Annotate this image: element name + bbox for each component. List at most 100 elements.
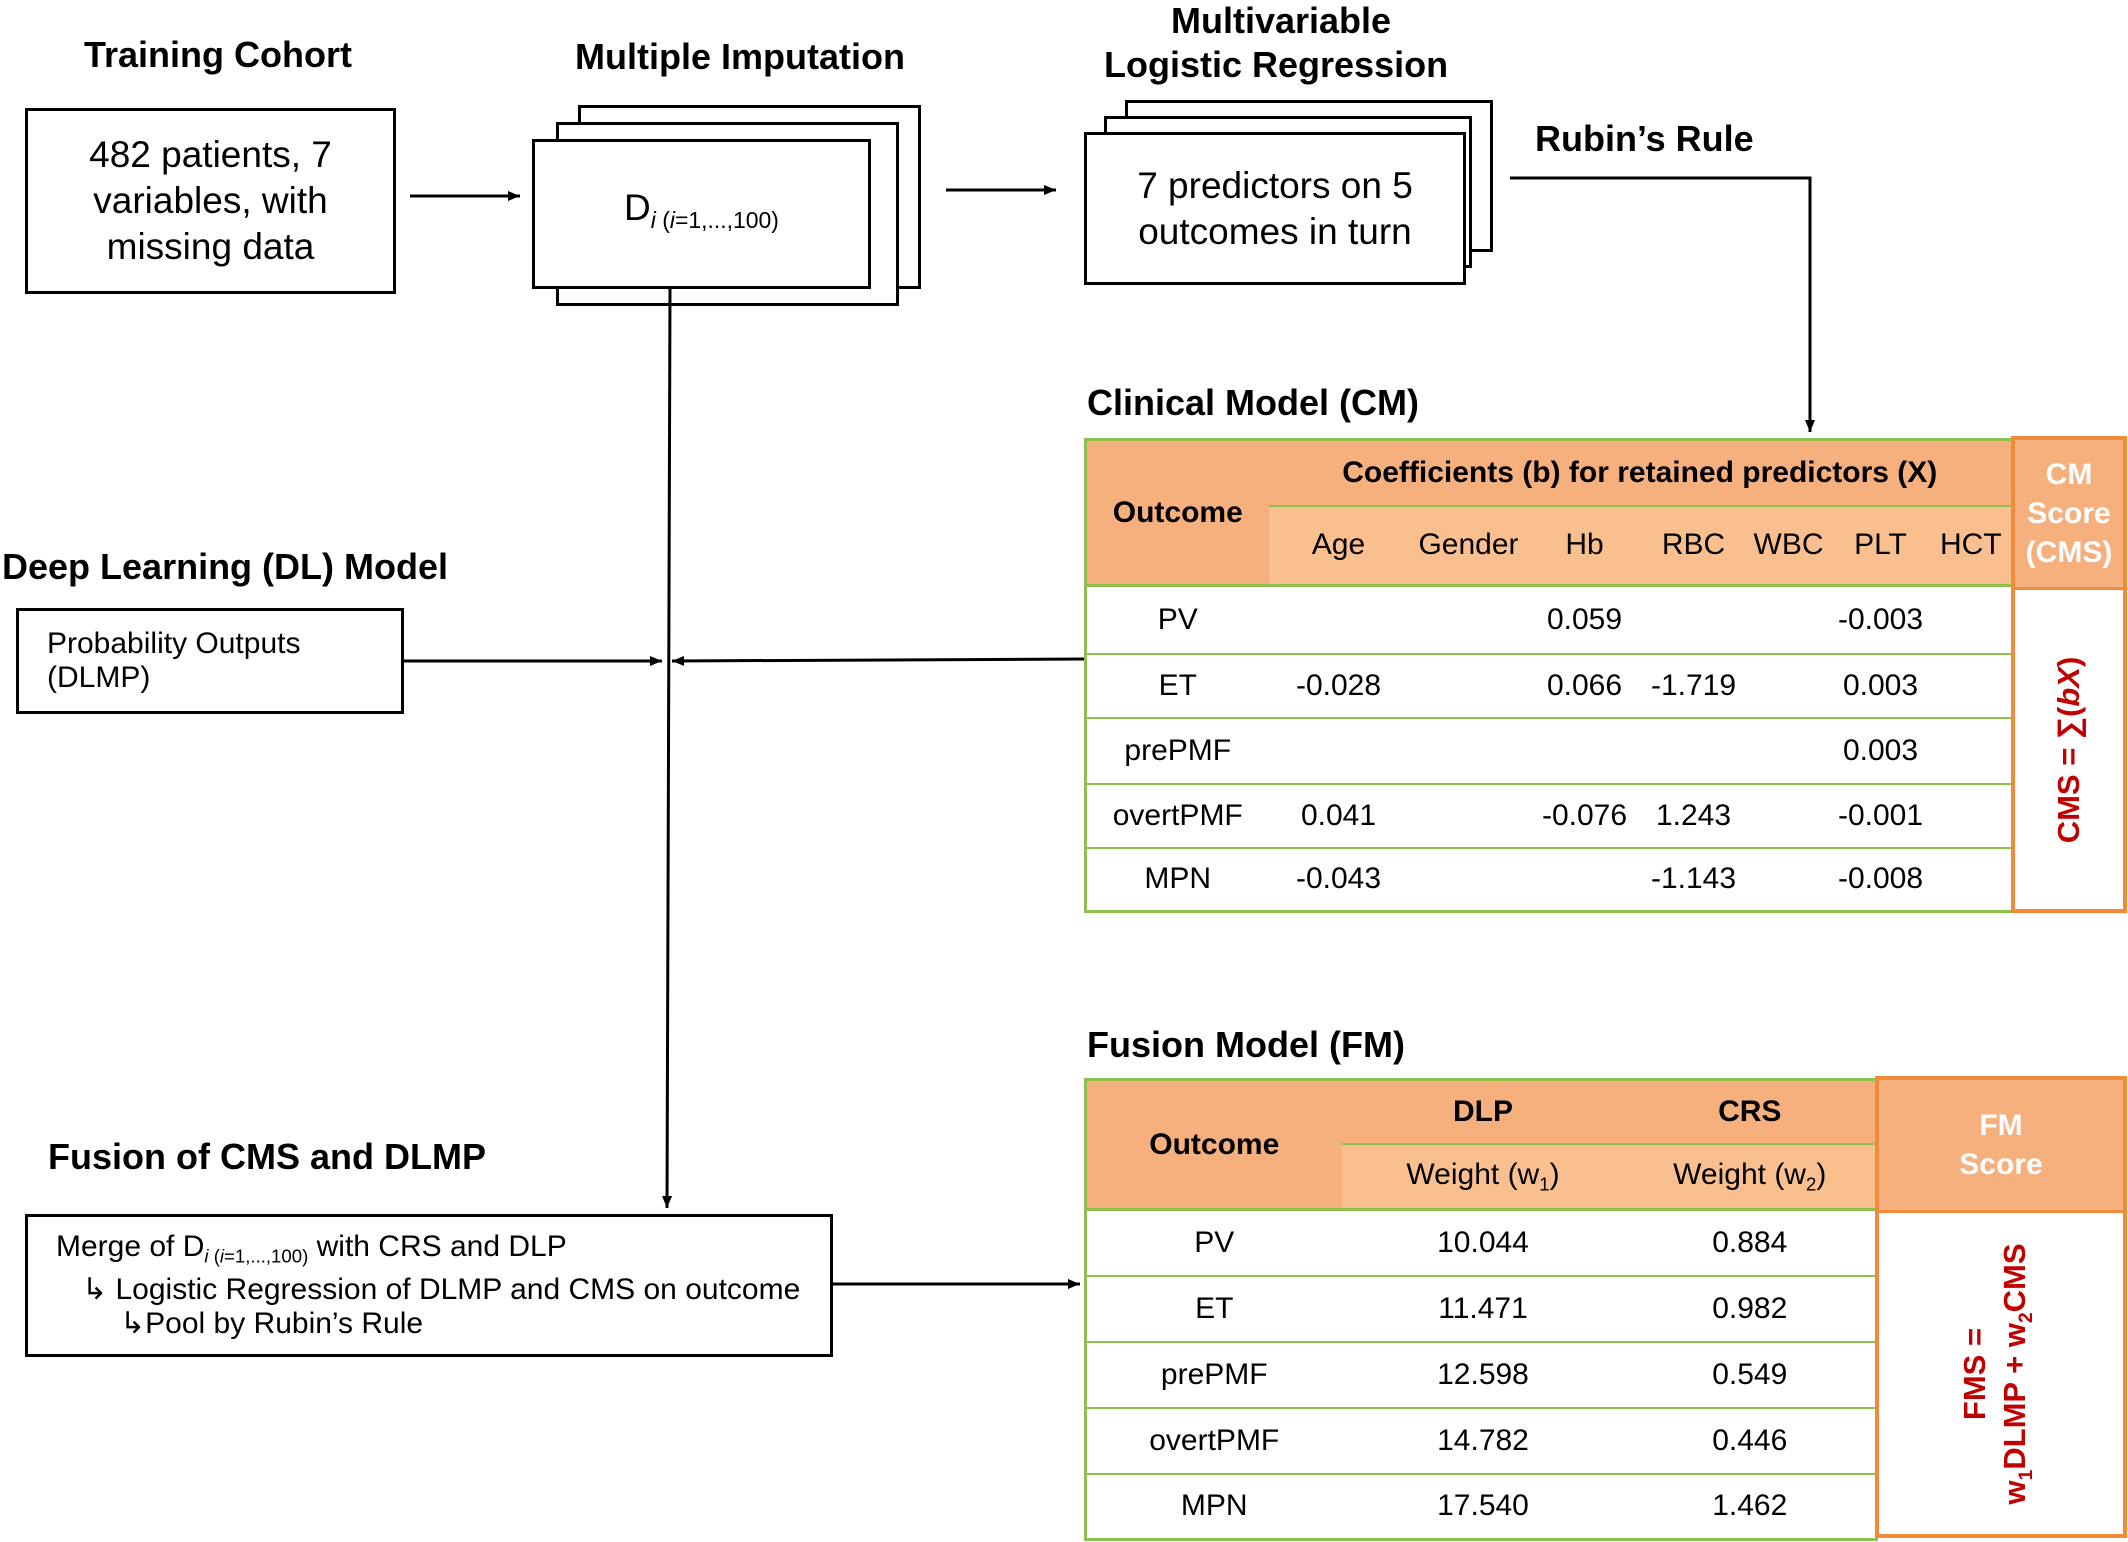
cm-value-cell: -0.008 xyxy=(1830,846,1931,912)
cm-value-cell: -1.143 xyxy=(1640,846,1747,912)
cm-score-header: CM Score (CMS) xyxy=(2011,436,2127,587)
fm-w1-cell: 17.540 xyxy=(1341,1472,1625,1540)
fm-weight2-header: Weight (w2) xyxy=(1624,1143,1877,1210)
cm-value-cell: 0.059 xyxy=(1528,584,1641,654)
fm-w1-cell: 14.782 xyxy=(1341,1406,1625,1474)
table-row: PV 0.059 -0.003 xyxy=(1085,584,2013,654)
fm-w2-cell: 0.446 xyxy=(1624,1406,1877,1474)
clinical-model-title: Clinical Model (CM) xyxy=(1087,382,1419,423)
fm-outcome-cell: overtPMF xyxy=(1085,1406,1342,1474)
cm-value-cell xyxy=(1268,716,1409,784)
table-row: MPN -0.043 -1.143 -0.008 xyxy=(1085,846,2013,912)
cm-value-cell: 0.003 xyxy=(1830,652,1931,718)
arrow-imputation-to-fusion xyxy=(662,288,673,1209)
table-row: prePMF 12.598 0.549 xyxy=(1085,1340,1877,1408)
cm-predictor-header: Age xyxy=(1268,505,1409,586)
cm-value-cell: -0.001 xyxy=(1830,782,1931,848)
cm-outcome-cell: overtPMF xyxy=(1085,782,1269,848)
regression-text-line2: outcomes in turn xyxy=(1138,210,1412,252)
regression-box: 7 predictors on 5 outcomes in turn xyxy=(1084,132,1466,285)
fm-w2-cell: 1.462 xyxy=(1624,1472,1877,1540)
fm-dlp-header: DLP xyxy=(1341,1079,1625,1145)
cm-value-cell xyxy=(1930,782,2013,848)
fusion-text-line2: ↳ Logistic Regression of DLMP and CMS on… xyxy=(82,1273,801,1307)
regression-title-line2: Logistic Regression xyxy=(1104,44,1449,85)
cm-value-cell: 0.041 xyxy=(1268,782,1409,848)
cm-predictor-header: Gender xyxy=(1408,505,1529,586)
cm-value-cell xyxy=(1528,846,1641,912)
cm-value-cell: -1.719 xyxy=(1640,652,1747,718)
training-text-line3: missing data xyxy=(106,226,315,267)
fusion-model-table: Outcome DLP CRS Weight (w1) Weight (w2) … xyxy=(1084,1078,1878,1541)
training-cohort-box: 482 patients, 7 variables, with missing … xyxy=(25,108,396,294)
fusion-box: Merge of Di (i=1,...,100) with CRS and D… xyxy=(25,1214,833,1357)
cm-value-cell xyxy=(1746,652,1831,718)
cm-outcome-header: Outcome xyxy=(1085,439,1269,586)
cm-predictor-header: PLT xyxy=(1830,505,1931,586)
cm-value-cell xyxy=(1408,716,1529,784)
cm-value-cell: -0.043 xyxy=(1268,846,1409,912)
arrow-rubin-to-clinical xyxy=(1510,176,1815,432)
fm-outcome-header: Outcome xyxy=(1085,1079,1342,1210)
cm-value-cell xyxy=(1746,782,1831,848)
fm-weight1-header: Weight (w1) xyxy=(1341,1143,1625,1210)
cm-value-cell xyxy=(1930,716,2013,784)
fusion-text-line3: ↳Pool by Rubin’s Rule xyxy=(120,1307,424,1341)
regression-text-line1: 7 predictors on 5 xyxy=(1137,164,1413,206)
cm-outcome-cell: MPN xyxy=(1085,846,1269,912)
fm-outcome-cell: PV xyxy=(1085,1208,1342,1276)
rubins-rule-title: Rubin’s Rule xyxy=(1535,118,1754,159)
cm-value-cell xyxy=(1408,782,1529,848)
table-row: ET 11.471 0.982 xyxy=(1085,1274,1877,1342)
cm-predictor-header: WBC xyxy=(1746,505,1831,586)
fusion-title: Fusion of CMS and DLMP xyxy=(48,1136,486,1177)
dl-model-box: Probability Outputs (DLMP) xyxy=(16,608,404,714)
fm-w2-cell: 0.884 xyxy=(1624,1208,1877,1276)
imputation-box: Di (i=1,...,100) xyxy=(532,139,871,289)
cm-predictor-header: RBC xyxy=(1640,505,1747,586)
cm-value-cell xyxy=(1268,584,1409,654)
training-cohort-title: Training Cohort xyxy=(84,34,352,75)
imputation-dataset-label: Di (i=1,...,100) xyxy=(624,186,779,233)
fm-w2-cell: 0.982 xyxy=(1624,1274,1877,1342)
cm-score-body: CMS = ∑(bX) xyxy=(2011,587,2127,913)
table-row: prePMF 0.003 xyxy=(1085,716,2013,784)
cm-value-cell xyxy=(1528,716,1641,784)
cm-value-cell: -0.076 xyxy=(1528,782,1641,848)
cm-value-cell xyxy=(1930,652,2013,718)
clinical-model-table: Outcome Coefficients (b) for retained pr… xyxy=(1084,438,2015,913)
fm-crs-header: CRS xyxy=(1624,1079,1877,1145)
cm-value-cell xyxy=(1930,584,2013,654)
cm-value-cell xyxy=(1640,584,1747,654)
cm-value-cell: -0.003 xyxy=(1830,584,1931,654)
fm-w2-cell: 0.549 xyxy=(1624,1340,1877,1408)
cm-value-cell xyxy=(1640,716,1747,784)
table-row: MPN 17.540 1.462 xyxy=(1085,1472,1877,1540)
fm-outcome-cell: ET xyxy=(1085,1274,1342,1342)
fm-w1-cell: 12.598 xyxy=(1341,1340,1625,1408)
fusion-model-title: Fusion Model (FM) xyxy=(1087,1024,1405,1065)
cm-value-cell xyxy=(1746,846,1831,912)
cm-value-cell: -0.028 xyxy=(1268,652,1409,718)
dl-model-title: Deep Learning (DL) Model xyxy=(2,546,449,587)
regression-title-line1: Multivariable xyxy=(1171,0,1392,41)
cm-value-cell xyxy=(1408,652,1529,718)
table-row: overtPMF 0.041 -0.076 1.243 -0.001 xyxy=(1085,782,2013,848)
training-text-line2: variables, with xyxy=(93,180,328,221)
cm-outcome-cell: prePMF xyxy=(1085,716,1269,784)
training-text-line1: 482 patients, 7 xyxy=(89,134,332,175)
cm-predictor-header: Hb xyxy=(1528,505,1641,586)
fm-score-body: FMS = w1DLMP + w2CMS xyxy=(1875,1210,2127,1538)
dl-text-line2: (DLMP) xyxy=(47,661,151,694)
fm-score-header: FM Score xyxy=(1875,1076,2127,1210)
cm-outcome-cell: ET xyxy=(1085,652,1269,718)
cm-value-cell: 0.003 xyxy=(1830,716,1931,784)
table-row: PV 10.044 0.884 xyxy=(1085,1208,1877,1276)
cm-coefficients-header: Coefficients (b) for retained predictors… xyxy=(1268,439,2013,507)
cm-outcome-cell: PV xyxy=(1085,584,1269,654)
table-row: overtPMF 14.782 0.446 xyxy=(1085,1406,1877,1474)
arrow-clinical-to-junction xyxy=(671,655,1085,666)
cm-value-cell: 0.066 xyxy=(1528,652,1641,718)
dl-text-line1: Probability Outputs xyxy=(47,627,301,660)
fusion-text-line1: Merge of Di (i=1,...,100) with CRS and D… xyxy=(56,1229,567,1267)
